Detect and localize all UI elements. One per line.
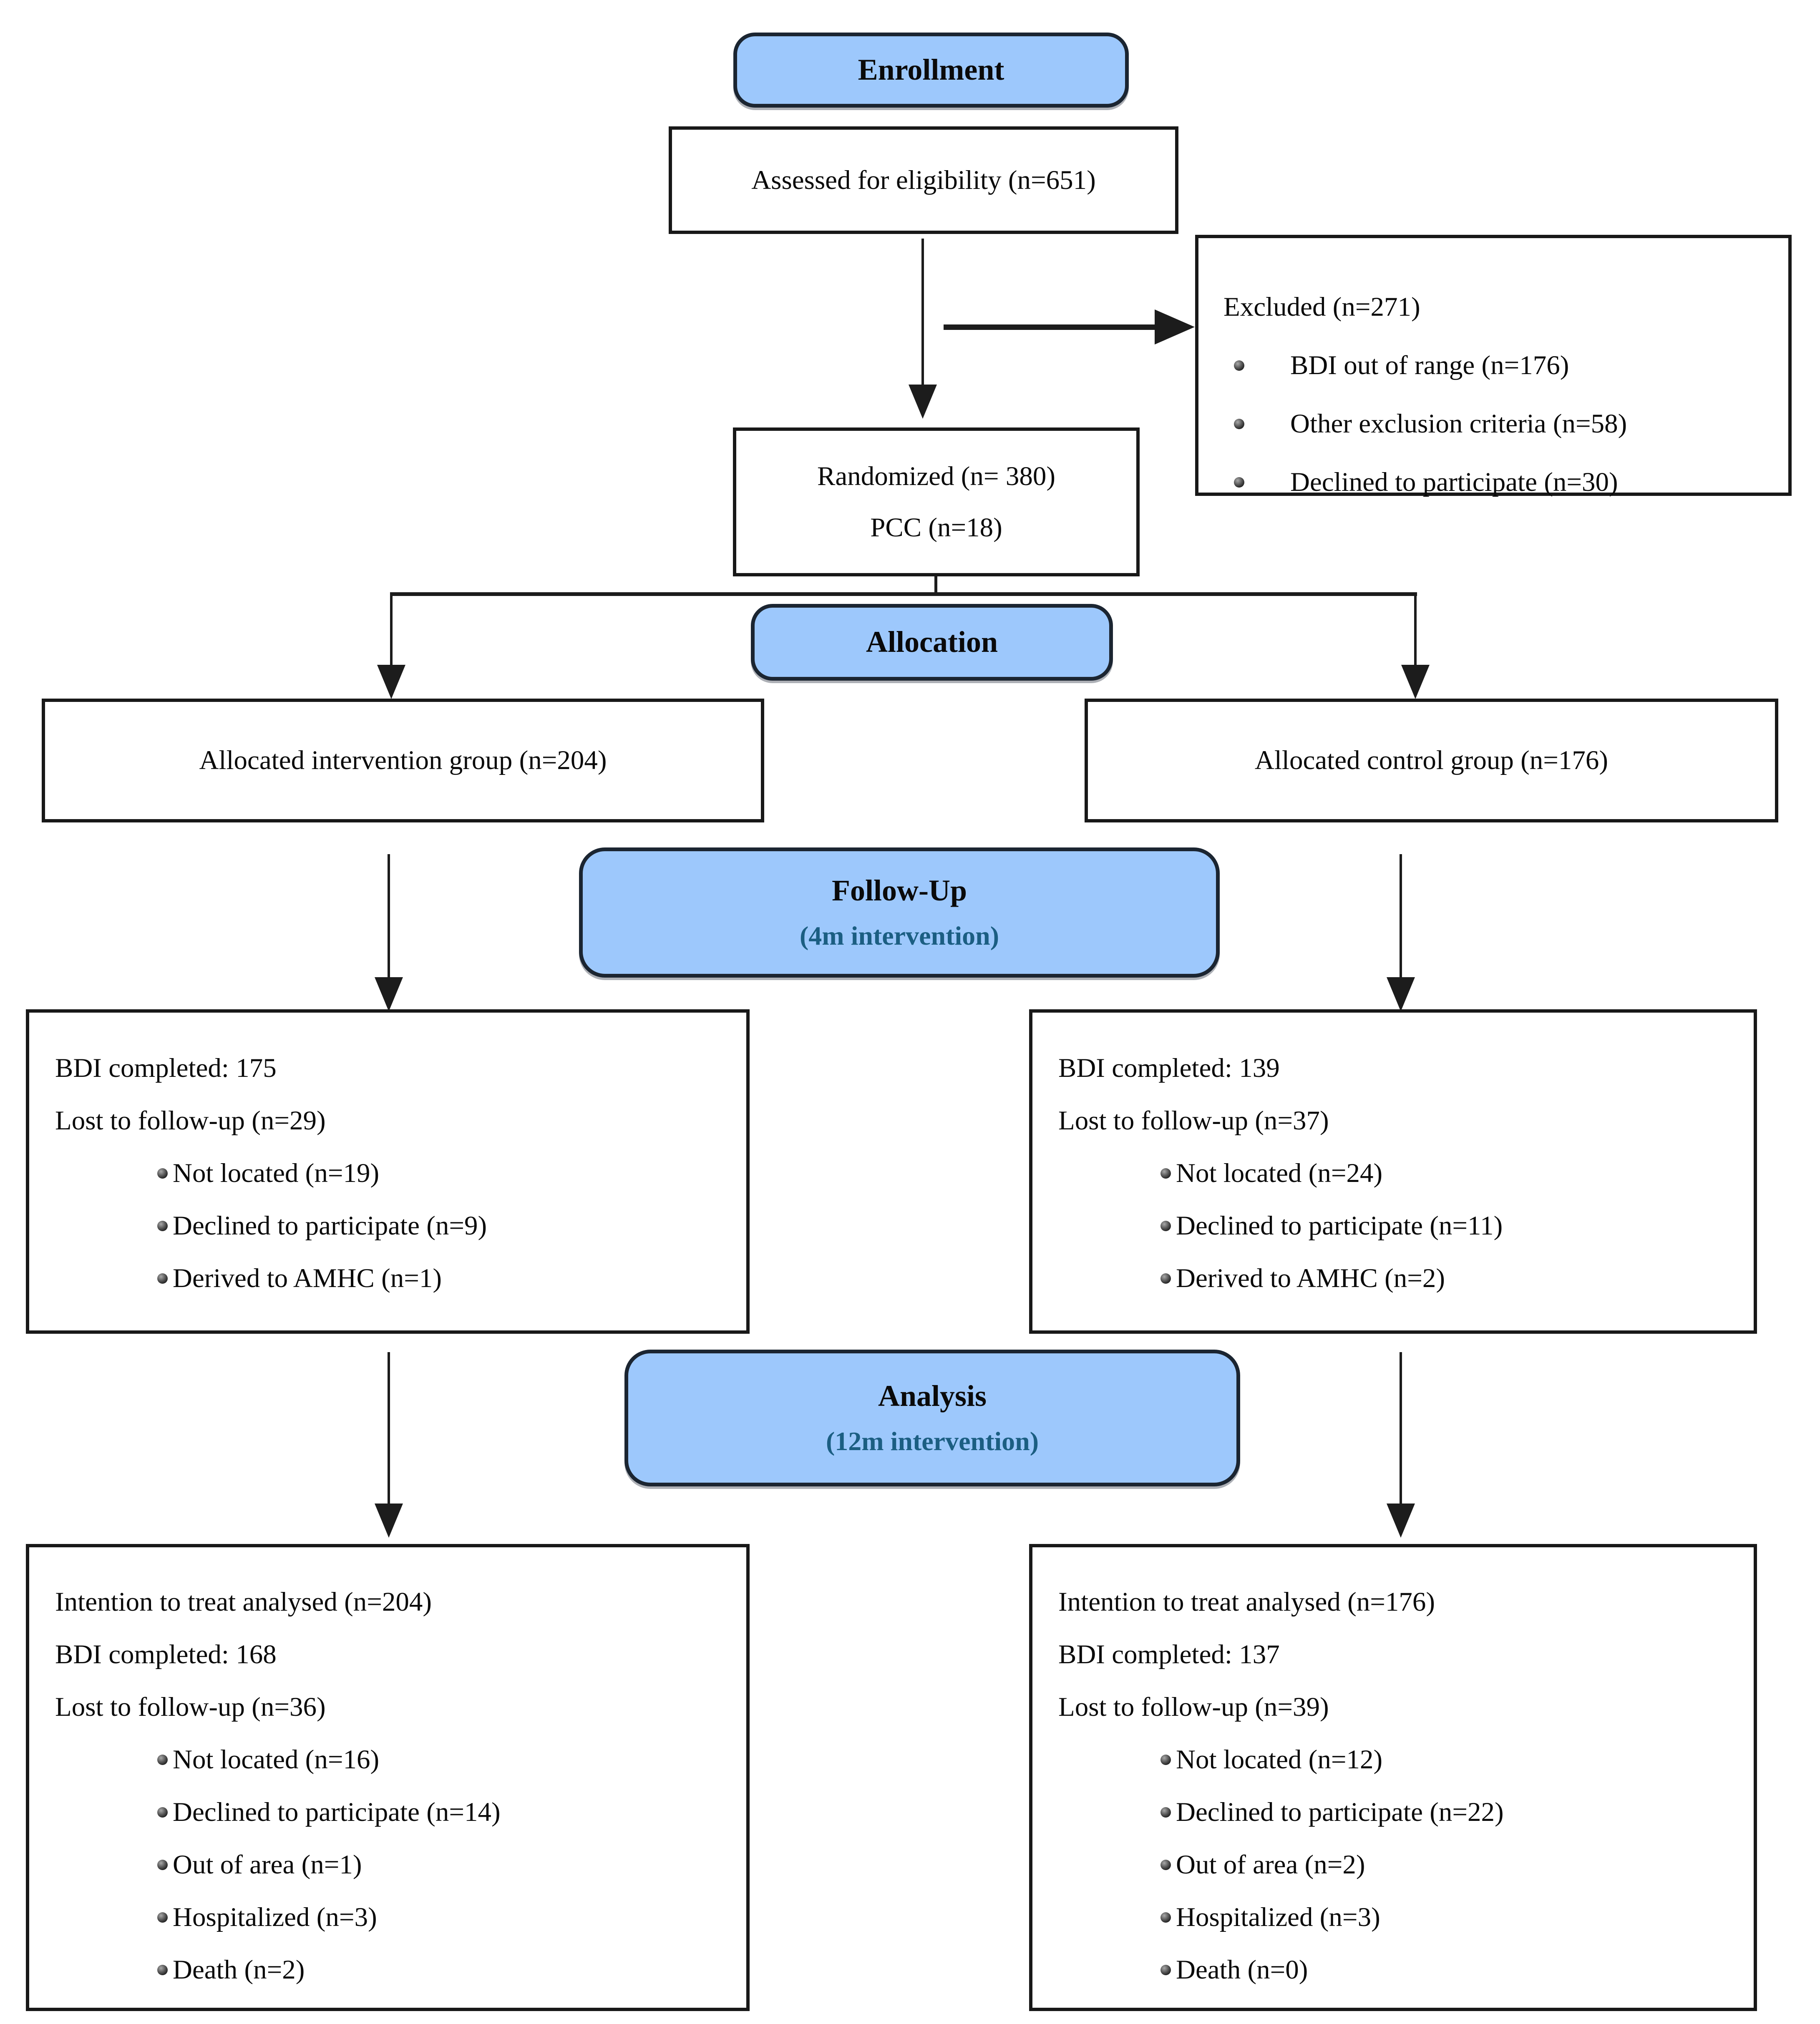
randomized-line1: Randomized (n= 380) [817,461,1055,491]
arrowhead-down-icon [375,977,403,1011]
excluded-title: Excluded (n=271) [1223,292,1420,322]
stage-followup-sublabel: (4m intervention) [799,921,999,951]
analysis-left-line: Lost to follow-up (n=36) [55,1692,326,1722]
excluded-item-text: Declined to participate (n=30) [1290,467,1618,497]
bullet-icon [157,1168,168,1179]
followup-left-item: Derived to AMHC (n=1) [173,1263,442,1293]
analysis-left-item: Declined to participate (n=14) [173,1797,501,1827]
bullet-icon [1160,1220,1171,1231]
stage-followup: Follow-Up (4m intervention) [579,847,1220,978]
allocated-intervention-text: Allocated intervention group (n=204) [199,745,607,775]
excluded-item: Declined to participate (n=30) [1223,453,1776,511]
bullet-icon [157,1273,168,1284]
randomized-line2: PCC (n=18) [870,512,1002,543]
followup-right-item: Declined to participate (n=11) [1176,1210,1503,1241]
connector-excluded-line [944,324,1156,330]
analysis-left-item: Not located (n=16) [173,1744,380,1775]
arrowhead-down-icon [909,385,937,419]
arrowhead-down-icon [1401,665,1430,699]
analysis-right-line: Lost to follow-up (n=39) [1058,1692,1329,1722]
bullet-icon [1234,360,1244,371]
bullet-icon [1160,1807,1171,1818]
bullet-icon [1234,418,1244,429]
excluded-item: Other exclusion criteria (n=58) [1223,395,1776,453]
analysis-left-line: BDI completed: 168 [55,1639,277,1669]
excluded-box: Excluded (n=271) BDI out of range (n=176… [1195,235,1792,497]
stage-followup-label: Follow-Up [832,874,967,908]
stage-enrollment: Enrollment [733,33,1129,108]
connector-right-analysis [1400,1352,1402,1506]
analysis-right-item: Hospitalized (n=3) [1176,1902,1380,1932]
assessed-text: Assessed for eligibility (n=651) [751,165,1096,195]
connector-left-followup [388,854,390,979]
arrowhead-down-icon [1387,1504,1415,1538]
followup-right-box: BDI completed: 139 Lost to follow-up (n=… [1029,1009,1757,1334]
stage-analysis: Analysis (12m intervention) [624,1350,1240,1486]
connector-left-analysis [388,1352,390,1506]
analysis-left-item: Death (n=2) [173,1954,305,1985]
excluded-item: BDI out of range (n=176) [1223,336,1776,395]
connector-split-right [1414,594,1417,667]
connector-assessed-randomized-line [921,239,924,385]
followup-right-item: Not located (n=24) [1176,1158,1383,1188]
analysis-left-item: Out of area (n=1) [173,1849,362,1880]
analysis-right-item: Declined to participate (n=22) [1176,1797,1504,1827]
arrowhead-down-icon [377,665,405,699]
followup-right-item: Derived to AMHC (n=2) [1176,1263,1445,1293]
connector-split-stub [934,576,937,594]
connector-split-horizontal [390,592,1417,596]
arrowhead-right-icon [1155,309,1195,344]
arrowhead-down-icon [1387,977,1415,1011]
bullet-icon [157,1220,168,1231]
followup-left-box: BDI completed: 175 Lost to follow-up (n=… [26,1009,750,1334]
connector-split-left [390,594,393,667]
analysis-right-line: BDI completed: 137 [1058,1639,1280,1669]
bullet-icon [157,1859,168,1870]
excluded-item-text: Other exclusion criteria (n=58) [1290,408,1627,439]
followup-right-line: BDI completed: 139 [1058,1053,1280,1083]
bullet-icon [1160,1964,1171,1975]
excluded-item-text: BDI out of range (n=176) [1290,350,1569,380]
bullet-icon [157,1754,168,1765]
allocated-intervention-box: Allocated intervention group (n=204) [42,699,764,822]
analysis-left-item: Hospitalized (n=3) [173,1902,377,1932]
followup-right-line: Lost to follow-up (n=37) [1058,1105,1329,1136]
stage-analysis-sublabel: (12m intervention) [826,1426,1039,1456]
stage-enrollment-label: Enrollment [858,53,1004,87]
allocated-control-box: Allocated control group (n=176) [1085,699,1778,822]
followup-left-item: Not located (n=19) [173,1158,380,1188]
stage-allocation: Allocation [751,604,1113,681]
analysis-right-item: Death (n=0) [1176,1954,1308,1985]
arrowhead-down-icon [375,1504,403,1538]
followup-left-item: Declined to participate (n=9) [173,1210,487,1241]
allocated-control-text: Allocated control group (n=176) [1254,745,1609,775]
analysis-right-item: Not located (n=12) [1176,1744,1383,1775]
followup-left-line: BDI completed: 175 [55,1053,277,1083]
bullet-icon [1160,1168,1171,1179]
analysis-right-item: Out of area (n=2) [1176,1849,1365,1880]
bullet-icon [1160,1754,1171,1765]
bullet-icon [1234,477,1244,488]
bullet-icon [1160,1912,1171,1923]
randomized-box: Randomized (n= 380) PCC (n=18) [733,427,1140,576]
bullet-icon [157,1807,168,1818]
assessed-box: Assessed for eligibility (n=651) [669,126,1178,234]
analysis-left-line: Intention to treat analysed (n=204) [55,1587,432,1617]
bullet-icon [157,1964,168,1975]
followup-left-line: Lost to follow-up (n=29) [55,1105,326,1136]
bullet-icon [157,1912,168,1923]
analysis-right-box: Intention to treat analysed (n=176) BDI … [1029,1544,1757,2011]
bullet-icon [1160,1273,1171,1284]
connector-right-followup [1400,854,1402,979]
bullet-icon [1160,1859,1171,1870]
stage-analysis-label: Analysis [878,1379,987,1413]
stage-allocation-label: Allocation [866,625,998,659]
analysis-left-box: Intention to treat analysed (n=204) BDI … [26,1544,750,2011]
analysis-right-line: Intention to treat analysed (n=176) [1058,1587,1435,1617]
